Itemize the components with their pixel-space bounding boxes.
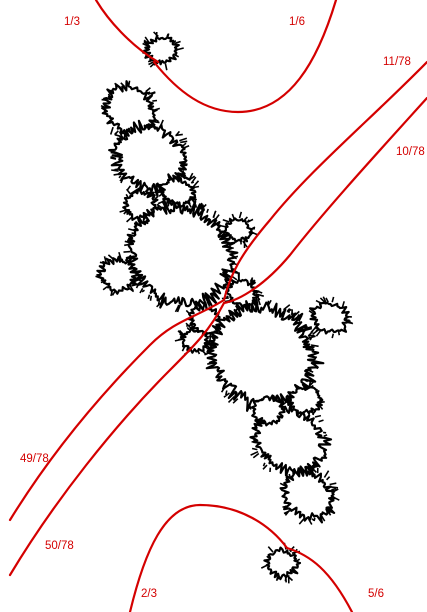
label-5-6: 5/6: [368, 588, 384, 600]
label-50-78: 50/78: [45, 540, 74, 552]
label-11-78: 11/78: [383, 56, 411, 68]
label-10-78: 10/78: [396, 146, 425, 158]
label-1-3: 1/3: [64, 16, 80, 28]
label-49-78: 49/78: [20, 453, 49, 465]
label-2-3: 2/3: [141, 588, 157, 600]
label-1-6: 1/6: [289, 16, 305, 28]
